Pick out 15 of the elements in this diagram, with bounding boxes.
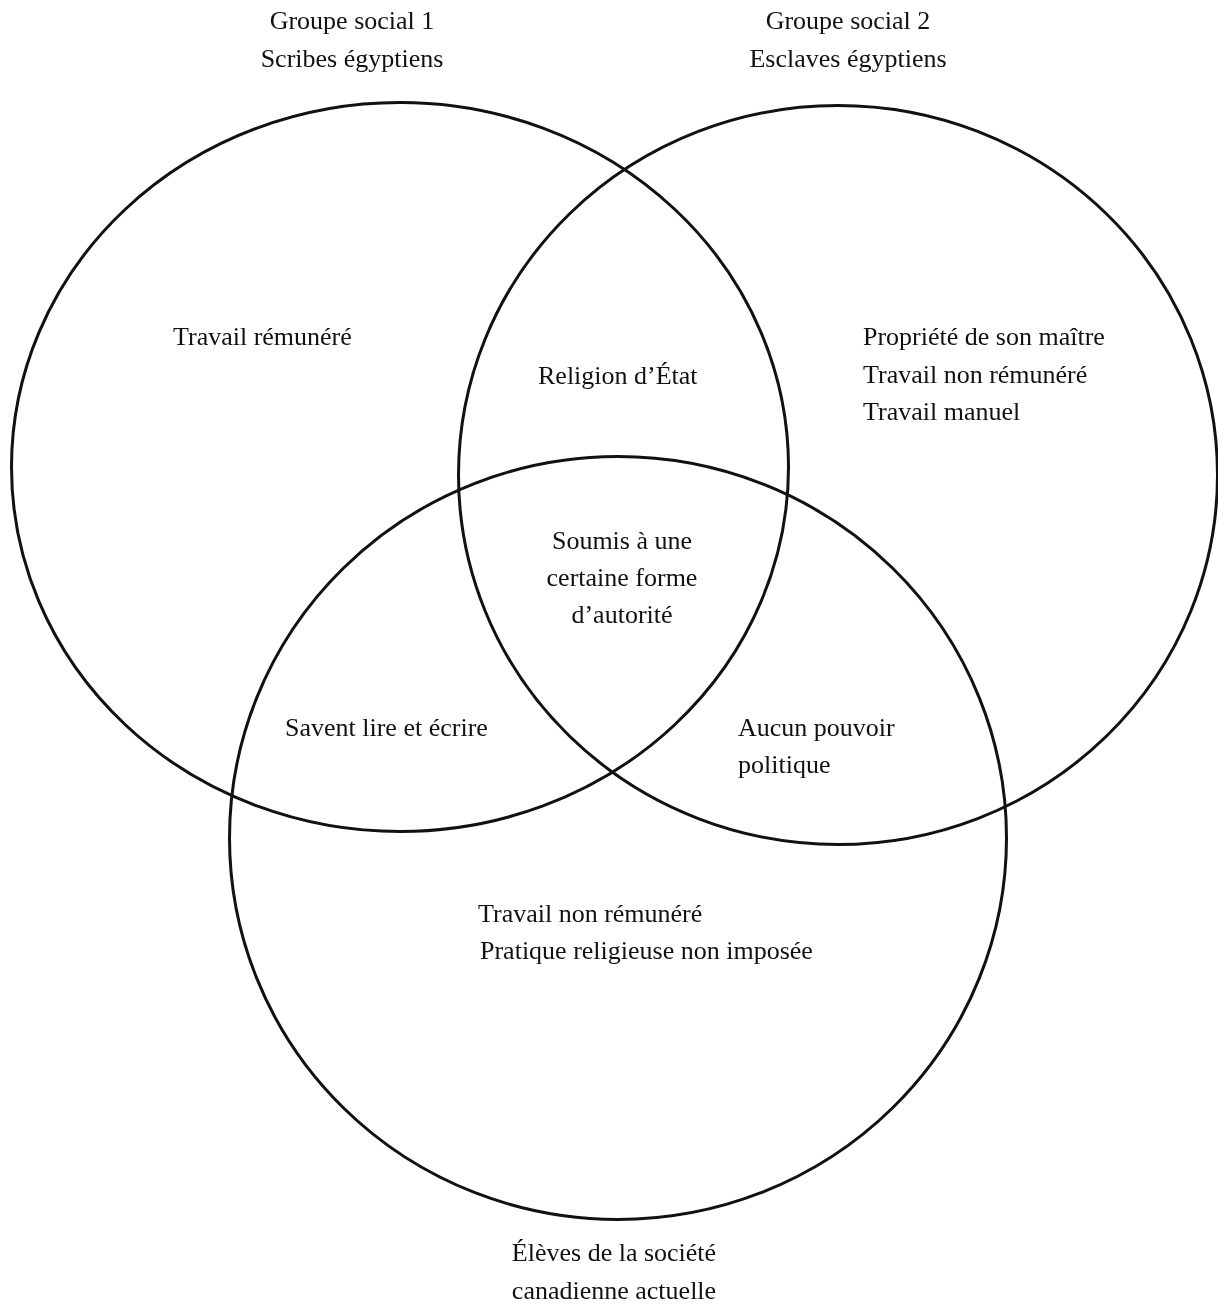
group-heading: Élèves de la société canadienne actuelle bbox=[510, 1237, 718, 1305]
region-text: Propriété de son maître bbox=[863, 321, 1105, 353]
group-heading: Groupe social 2 bbox=[764, 5, 932, 37]
group-heading: Esclaves égyptiens bbox=[748, 43, 948, 75]
region-text: Savent lire et écrire bbox=[285, 712, 488, 744]
region-text: Religion d’État bbox=[538, 360, 698, 392]
region-text: Travail rémunéré bbox=[173, 321, 352, 353]
region-text: Travail manuel bbox=[863, 396, 1021, 428]
group-heading: Scribes égyptiens bbox=[259, 43, 445, 75]
region-text: Aucun pouvoir politique bbox=[738, 712, 896, 781]
group-heading: Groupe social 1 bbox=[268, 5, 436, 37]
region-text: Travail non rémunéré bbox=[478, 898, 703, 930]
region-text: Soumis à une certaine forme d’autorité bbox=[545, 525, 699, 631]
region-text: Pratique religieuse non imposée bbox=[480, 935, 813, 967]
region-text: Travail non rémunéré bbox=[863, 359, 1088, 391]
